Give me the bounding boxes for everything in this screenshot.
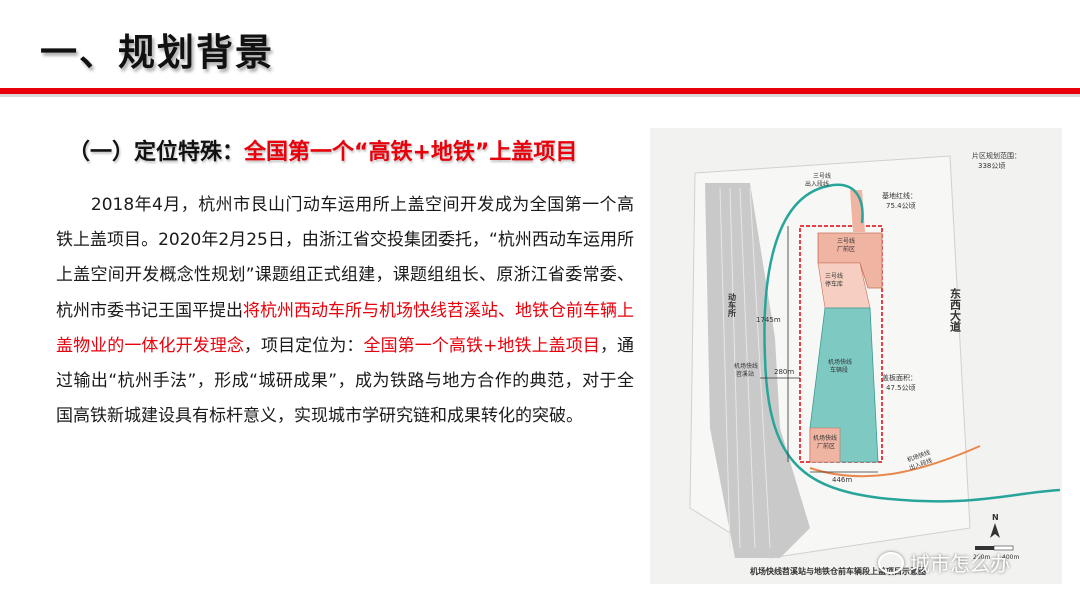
label-line3-plant: 三号线 (837, 237, 855, 245)
line3-exit-track (827, 183, 864, 224)
label-airport-plant: 机场快线 (813, 434, 837, 442)
site-plan-map: 片区规划范围： 338公顷 三号线 出入段线 基地红线： 75.4公顷 三号线 … (650, 128, 1062, 584)
label-base-redline-value: 75.4公顷 (886, 202, 916, 210)
paragraph-highlight-positioning: 全国第一个高铁+地铁上盖项目 (363, 335, 600, 356)
label-line3-exit: 三号线 (813, 172, 831, 180)
airport-depot-area (809, 307, 879, 463)
watermark: 城市怎么办 (878, 548, 1010, 577)
paragraph-part-5: ，通过输出“杭州手法”，形成“城研成果”，成为铁路与地方合作的典范，对于全国高铁… (56, 335, 635, 427)
label-dist-446: 446m (832, 476, 852, 484)
section-subheading: （一）定位特殊：全国第一个“高铁+地铁”上盖项目 (68, 134, 577, 166)
label-cover-area: 盖板面积： (882, 373, 917, 382)
paragraph-part-1: 2018年4月，杭州市艮山门动车运用所上盖空间开发成为全国第一个高铁上盖项目。2… (56, 195, 634, 321)
label-line3-exit-2: 出入段线 (805, 180, 829, 188)
label-scale-400: 400m (1002, 554, 1019, 561)
paragraph-highlight-concept: 将杭州西动车所与机场快线苕溪站、地铁仓前车辆上盖物业的一体化开发理念 (56, 300, 634, 356)
watermark-text: 城市怎么办 (910, 552, 1010, 576)
wechat-icon (878, 552, 904, 574)
label-airport-plant-2: 厂前区 (817, 442, 835, 450)
paragraph-part-3: ，项目定位为： (243, 335, 364, 356)
label-airport-station-2: 苕溪站 (736, 370, 754, 378)
slide-title: 一、规划背景 (40, 31, 274, 74)
label-line3-plant-2: 厂前区 (837, 245, 855, 253)
label-dist-1745: 1745m (756, 316, 781, 324)
north-arrow-icon (990, 523, 1000, 538)
label-airport-station: 机场快线 (734, 362, 758, 370)
label-airport-depot-2: 车辆段 (830, 366, 848, 374)
label-airport-depot: 机场快线 (828, 358, 852, 366)
line3-loop-track (763, 184, 1061, 503)
label-scale-200: 200m (973, 554, 990, 561)
subheading-highlight: 全国第一个“高铁+地铁”上盖项目 (244, 140, 578, 165)
emu-depot-tracks (705, 183, 810, 558)
label-east-west-road: 东西大道 (949, 287, 962, 333)
subheading-prefix: （一）定位特殊： (68, 140, 245, 165)
airport-plant-area (809, 427, 841, 463)
label-area-range-value: 338公顷 (978, 162, 1005, 170)
title-divider-red (0, 88, 1080, 94)
label-line3-depot-2: 停车库 (825, 280, 843, 288)
label-north: N (992, 513, 999, 522)
map-caption: 机场快线苕溪站与地铁仓前车辆段上盖项目示意图 (750, 566, 926, 576)
label-dist-280: 280m (774, 368, 794, 376)
label-line3-depot: 三号线 (825, 272, 843, 280)
label-cover-area-value: 47.5公顷 (886, 384, 916, 392)
label-area-range: 片区规划范围： (972, 151, 1021, 160)
airport-exit-track (809, 445, 981, 478)
body-paragraph: 2018年4月，杭州市艮山门动车运用所上盖空间开发成为全国第一个高铁上盖项目。2… (56, 188, 634, 434)
label-emu-depot: 动车所 (728, 292, 737, 318)
title-divider-grey (0, 94, 1080, 97)
base-redline-boundary (799, 225, 883, 463)
label-base-redline: 基地红线： (882, 191, 917, 200)
